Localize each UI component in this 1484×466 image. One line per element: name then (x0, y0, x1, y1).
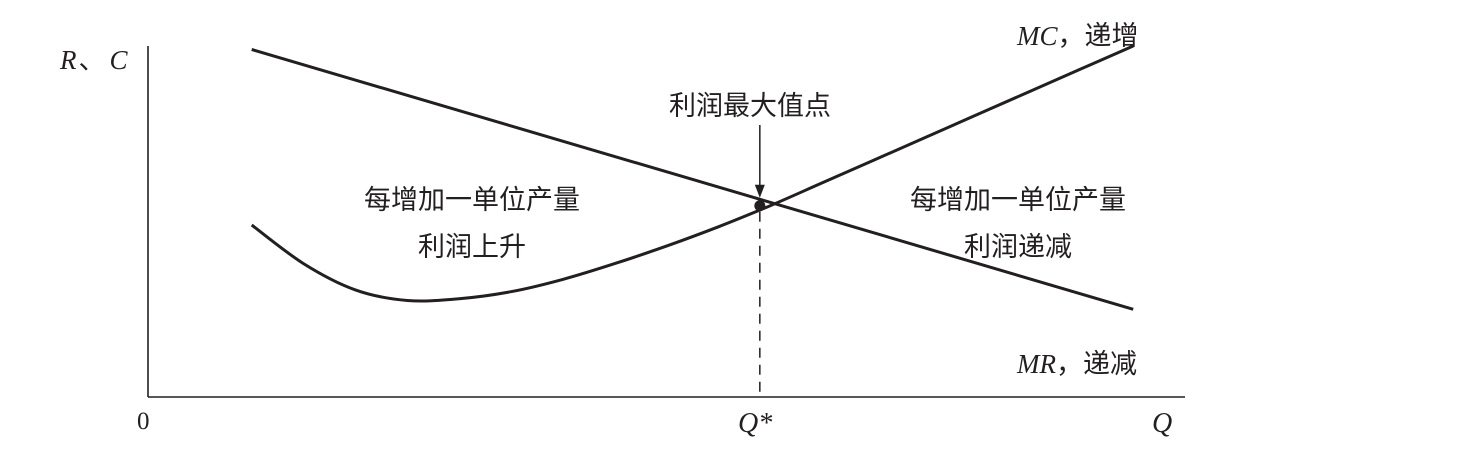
mr-line (251, 48, 1134, 311)
optimum-label: 利润最大值点 (669, 91, 831, 122)
x-tick-q-star: Q* (738, 408, 772, 439)
mr-label: MR，递减 (1016, 349, 1137, 380)
right-annotation-line2: 利润递减 (964, 232, 1072, 263)
optimum-arrowhead-icon (754, 184, 765, 198)
mc-label: MC，递增 (1016, 21, 1139, 52)
left-annotation-line1: 每增加一单位产量 (364, 185, 580, 216)
left-annotation-line2: 利润上升 (418, 232, 526, 263)
optimum-point (754, 200, 766, 212)
x-axis-label: Q (1152, 408, 1172, 439)
mc-curve (250, 44, 1134, 303)
y-axis-label: R、C (59, 45, 129, 76)
origin-label: 0 (137, 408, 150, 435)
right-annotation-line1: 每增加一单位产量 (910, 185, 1126, 216)
